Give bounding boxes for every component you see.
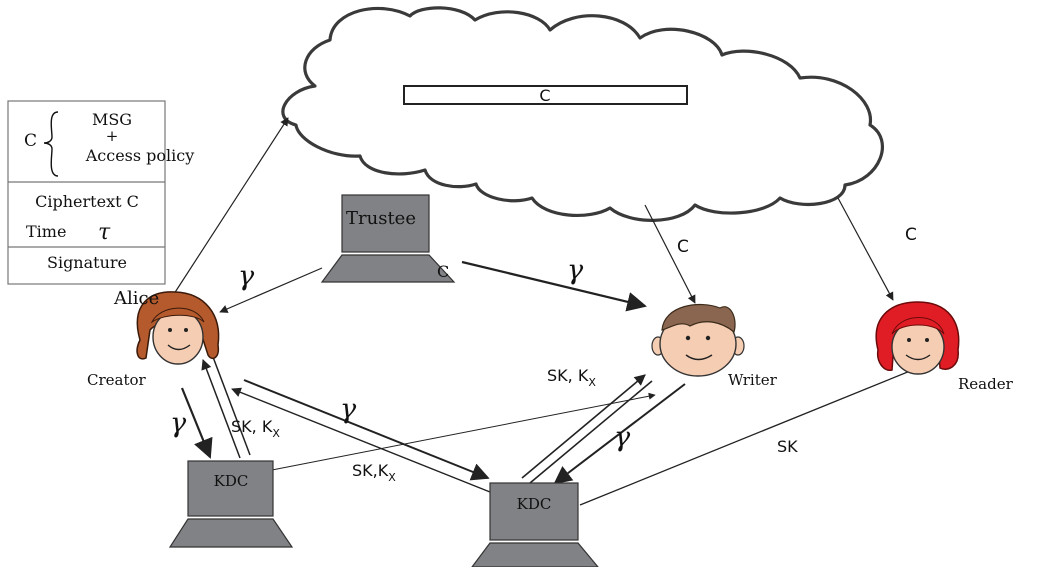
brace-shape bbox=[43, 111, 59, 177]
label-gamma-trustee-writer: γ bbox=[567, 255, 584, 286]
arrow-kdc-left-to-alice-side bbox=[212, 356, 251, 456]
cloud-stored-ciphertext-label: C bbox=[539, 86, 550, 105]
label-sk-kx-kdc2-writer: SK, KX bbox=[547, 366, 596, 389]
arrow-kdc-right-to-writer bbox=[521, 374, 646, 479]
reader-label: Reader bbox=[958, 375, 1014, 393]
arrow-kdc-right-to-creator bbox=[231, 387, 491, 493]
box-tau-symbol: τ bbox=[98, 220, 111, 245]
kdc-right-terminal: KDC bbox=[471, 482, 599, 567]
box-signature-text: Signature bbox=[47, 253, 127, 272]
label-cloud-to-reader: C bbox=[905, 225, 917, 245]
label-sk-kx-kdc-alice: SK, KX bbox=[231, 417, 280, 440]
box-access-policy-text: Access policy bbox=[85, 146, 195, 165]
message-structure-box: C MSG + Access policy Ciphertext C Time … bbox=[7, 100, 195, 285]
arrow-writer-to-kdc-right bbox=[553, 383, 686, 485]
edge-labels: C C γ γ γ SK, KX γ SK,KX SK, KX γ SK bbox=[170, 225, 917, 484]
arrow-cloud-to-reader bbox=[837, 197, 894, 301]
arrow-kdc-left-to-writer bbox=[271, 392, 656, 471]
arrow-trustee-to-alice bbox=[219, 267, 323, 313]
arrow-alice-to-cloud bbox=[171, 117, 289, 298]
arrow-kdc-right-to-writer-side bbox=[529, 380, 653, 484]
creator-label: Creator bbox=[87, 371, 147, 389]
box-msg-text: MSG bbox=[92, 110, 132, 129]
trustee-label: Trustee bbox=[346, 208, 416, 229]
label-gamma-alice-kdc: γ bbox=[170, 408, 187, 439]
arrow-cloud-to-writer bbox=[644, 204, 696, 304]
label-gamma-trustee-alice: γ bbox=[238, 261, 255, 292]
box-plus-text: + bbox=[106, 127, 119, 145]
kdc-left-terminal: KDC bbox=[168, 460, 294, 548]
arrow-kdc-left-to-alice bbox=[201, 359, 241, 459]
arrow-trustee-to-writer bbox=[461, 260, 647, 312]
kdc-left-label: KDC bbox=[214, 472, 249, 490]
arrow-creator-to-kdc-right bbox=[243, 379, 490, 481]
kdc-right-label: KDC bbox=[517, 495, 552, 513]
writer-label: Writer bbox=[728, 371, 778, 389]
alice-label: Alice bbox=[113, 288, 159, 309]
arrows bbox=[171, 117, 921, 506]
cloud-storage: C bbox=[281, 6, 884, 222]
label-sk-kdc2-reader: SK bbox=[777, 437, 798, 456]
box-time-text: Time bbox=[26, 222, 66, 241]
arrow-alice-to-kdc-left bbox=[180, 387, 213, 459]
box-c-label: C bbox=[24, 131, 37, 151]
trustee-terminal: Trustee C bbox=[320, 194, 456, 283]
writer-avatar bbox=[651, 303, 745, 377]
box-ciphertext-text: Ciphertext C bbox=[35, 192, 139, 211]
reader-avatar bbox=[875, 301, 960, 375]
label-cloud-to-writer: C bbox=[677, 237, 689, 257]
trustee-tag: C bbox=[437, 262, 449, 281]
alice-avatar bbox=[136, 291, 220, 365]
label-gamma-writer-kdc2: γ bbox=[614, 422, 631, 453]
label-sk-kx-kdc2-creator: SK,KX bbox=[352, 461, 396, 484]
arrow-kdc-right-to-reader bbox=[579, 365, 921, 506]
label-gamma-creator-kdc2: γ bbox=[340, 394, 357, 425]
